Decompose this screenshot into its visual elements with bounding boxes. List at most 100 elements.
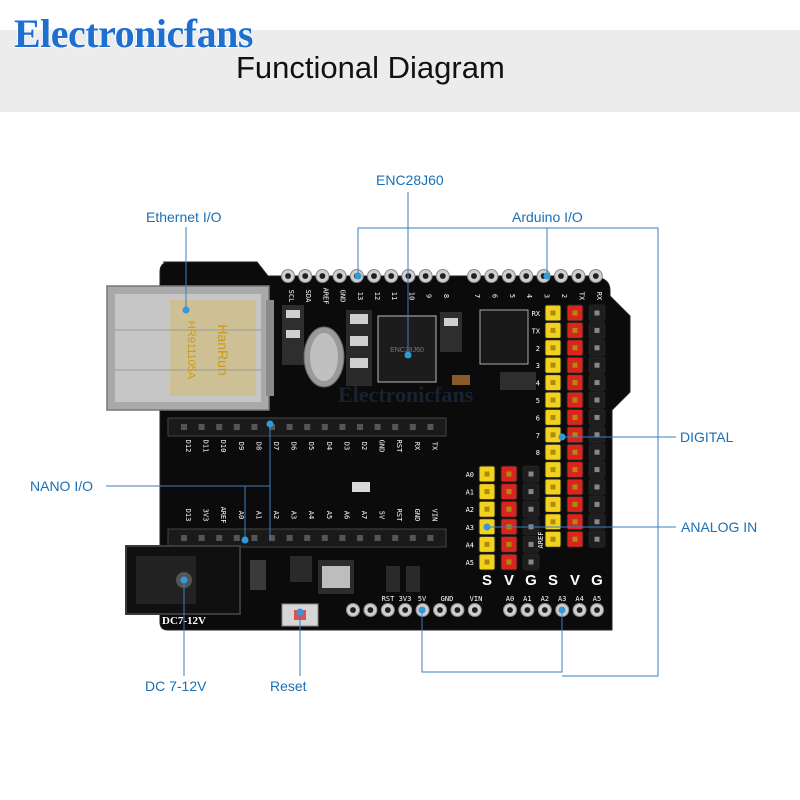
top-header-pad-hole	[285, 273, 291, 279]
digital-label: 5	[536, 397, 540, 405]
power-label: VIN	[470, 595, 483, 603]
digital-pin-contact	[594, 310, 600, 316]
nano-bottom-label: 5V	[378, 511, 386, 520]
analog-bottom-pad-hole	[576, 607, 583, 613]
power-label: 5V	[418, 595, 427, 603]
top-header-label: SDA	[304, 290, 312, 303]
bottom-header-pads	[346, 603, 604, 617]
svg-label-left: V	[504, 572, 514, 589]
nano-top-pin	[374, 424, 381, 430]
digital-pin-contact	[550, 362, 556, 368]
digital-pin-contact	[594, 380, 600, 386]
top-header-pad-hole	[488, 273, 495, 279]
nano-bottom-pin	[374, 535, 381, 541]
nano-top-label: D7	[272, 442, 280, 450]
top-header-label: 9	[425, 294, 433, 298]
rj45-jack: HanRun HR911105A	[106, 285, 274, 411]
digital-pin-contact	[572, 467, 578, 473]
digital-pin-contact	[550, 397, 556, 403]
digital-pin-contact	[594, 327, 600, 333]
nano-top-pin	[286, 424, 293, 430]
top-header-label: 3	[543, 294, 551, 298]
digital-pin-contact	[550, 345, 556, 351]
nano-bottom-label: A3	[290, 511, 298, 519]
digital-pin-block	[544, 304, 606, 548]
analog-pin-contact	[484, 541, 490, 547]
digital-label: 8	[536, 449, 540, 457]
digital-pin-contact	[594, 467, 600, 473]
nano-top-label: D3	[342, 442, 350, 450]
nano-top-pin	[216, 424, 223, 430]
nano-top-label: D11	[202, 440, 210, 453]
top-header-pad-hole	[505, 273, 512, 279]
nano-top-pin	[181, 424, 187, 430]
callout-digital: DIGITAL	[680, 429, 734, 445]
analog-label: A2	[466, 506, 474, 514]
top-header-pad-hole	[336, 273, 343, 279]
top-header-label: GND	[339, 290, 347, 303]
nano-bottom-pin	[357, 535, 363, 541]
nano-bottom-label: A1	[254, 511, 262, 519]
top-header-label: 6	[490, 294, 498, 298]
nano-top-label: RX	[413, 442, 421, 451]
digital-pin-contact	[572, 484, 578, 490]
svg-label-right: G	[591, 572, 603, 589]
jack-mark-hanrun: HanRun	[215, 324, 231, 375]
callout-lines	[106, 192, 676, 677]
nano-top-label: D8	[254, 442, 262, 450]
top-header-pad-hole	[471, 273, 477, 279]
nano-bottom-label: GND	[413, 509, 421, 522]
callout-arduino: Arduino I/O	[512, 209, 583, 225]
nano-bottom-label: A2	[272, 511, 280, 519]
top-header-pad-hole	[319, 273, 326, 279]
digital-pin-contact	[594, 345, 600, 351]
digital-pin-contact	[550, 310, 556, 316]
nano-bottom-label: AREF	[219, 507, 227, 524]
svg-label-left: G	[525, 572, 537, 589]
digital-pin-contact	[550, 449, 556, 455]
nano-bottom-pin	[216, 535, 223, 541]
nano-bottom-pin	[181, 535, 187, 541]
components: ENC28J60	[282, 305, 536, 390]
analog-pin-contact	[528, 489, 534, 495]
digital-pin-contact	[594, 432, 600, 438]
analog-label: A4	[466, 541, 474, 549]
nano-top-pin	[427, 424, 434, 430]
power-components	[250, 556, 420, 594]
nano-bottom-pin	[409, 535, 416, 541]
nano-bottom-label: A7	[360, 511, 368, 519]
analog-label: A5	[466, 559, 474, 567]
bottom-pad-hole	[437, 607, 443, 613]
top-header-pad-hole	[302, 273, 309, 279]
digital-label: 4	[536, 380, 540, 388]
digital-pin-contact	[550, 432, 556, 438]
digital-label: 2	[536, 345, 540, 353]
dc-jack	[125, 545, 241, 615]
svg-label-left: S	[482, 572, 492, 589]
nano-bottom-pin	[392, 535, 399, 541]
callout-enc28j60: ENC28J60	[376, 172, 444, 188]
board-watermark: Electronicfans	[338, 382, 474, 407]
digital-pin-contact	[572, 414, 578, 420]
nano-top-pin	[357, 424, 363, 430]
top-header-pad-hole	[371, 273, 377, 279]
jack-mark-model: HR911105A	[185, 321, 197, 380]
nano-top-pins	[181, 424, 434, 430]
digital-pin-contact	[594, 414, 600, 420]
callout-dc: DC 7-12V	[145, 678, 207, 694]
top-header-pad-hole	[575, 273, 582, 279]
digital-label: 3	[536, 362, 540, 370]
analog-pin-contact	[484, 489, 490, 495]
nano-bottom-label: RST	[395, 509, 403, 522]
nano-top-pin	[321, 424, 328, 430]
callout-analog: ANALOG IN	[681, 519, 757, 535]
top-header-pad-hole	[523, 273, 530, 279]
top-header-label: AREF	[321, 288, 329, 305]
top-header-label: TX	[577, 292, 585, 301]
digital-label: TX	[532, 327, 541, 335]
header-band	[0, 30, 800, 112]
top-header-pad-hole	[439, 273, 446, 279]
